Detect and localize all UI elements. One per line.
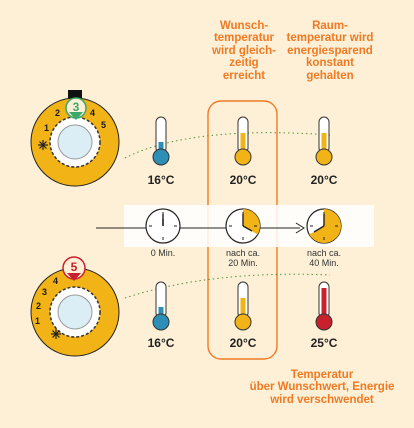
thermometer-icon: [234, 281, 252, 331]
time-label-0: 0 Min.: [150, 248, 176, 258]
time-label-20: nach ca. 20 Min.: [225, 248, 261, 268]
clock-icon: [145, 208, 181, 244]
arrow-right-icon: [295, 222, 305, 234]
snowflake-icon: [51, 329, 61, 339]
bottom-knob: [30, 256, 120, 357]
top-dotted-line: [124, 132, 331, 159]
top-knob-number-4: 4: [90, 108, 96, 118]
bottom-knob-number-4: 4: [53, 276, 59, 286]
snowflake-icon: [38, 140, 48, 150]
heading-right-column: Raum- temperatur wird energiesparend kon…: [286, 20, 374, 82]
thermometer-icon: [315, 281, 333, 331]
bottom-knob-setting: 5: [70, 260, 78, 274]
bottom-knob-number-1: 1: [35, 316, 41, 326]
top-knob-setting: 3: [72, 100, 80, 114]
top-knob: [30, 90, 120, 187]
clock-icon: [225, 208, 261, 244]
top-knob-number-2: 2: [55, 108, 61, 118]
temp-top-right: 20°C: [310, 173, 338, 187]
top-knob-number-5: 5: [101, 120, 107, 130]
temp-top-left: 16°C: [147, 173, 175, 187]
thermometer-icon: [234, 116, 252, 166]
top-knob-number-1: 1: [44, 123, 50, 133]
thermometer-icon: [152, 281, 170, 331]
temp-top-middle: 20°C: [229, 173, 257, 187]
thermometer-icon: [315, 116, 333, 166]
heading-middle-column: Wunsch- temperatur wird gleich- zeitig e…: [212, 20, 276, 82]
temp-bottom-left: 16°C: [147, 336, 175, 350]
thermometer-icon: [152, 116, 170, 166]
bottom-knob-number-2: 2: [36, 301, 42, 311]
clock-icon: [306, 208, 342, 244]
temp-bottom-middle: 20°C: [229, 336, 257, 350]
bottom-knob-number-3: 3: [42, 287, 48, 297]
temp-bottom-right: 25°C: [310, 336, 338, 350]
footnote-energy-waste: Temperatur über Wunschwert, Energie wird…: [249, 369, 395, 406]
time-label-40: nach ca. 40 Min.: [306, 248, 342, 268]
